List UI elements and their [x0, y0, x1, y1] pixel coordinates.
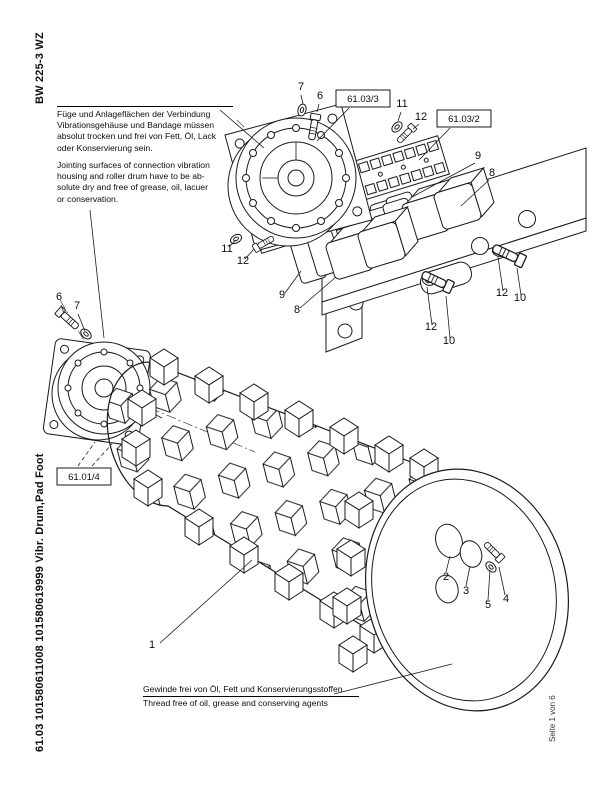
- leader-lines: [60, 94, 522, 695]
- ref-vibration-unit-3: 61.03/3: [347, 94, 379, 105]
- vibration-housing: [227, 117, 357, 247]
- callout-3: 3: [463, 585, 469, 597]
- note-thread-divider: [143, 695, 359, 697]
- callout-12-b: 12: [425, 321, 437, 333]
- callout-5: 5: [485, 599, 491, 611]
- callout-2: 2: [443, 571, 449, 583]
- note-thread: Gewinde frei von Öl, Fett und Konservier…: [143, 684, 359, 708]
- seal-ring-inner: [459, 540, 483, 568]
- callout-1: 1: [149, 639, 155, 651]
- callout-11-top: 11: [396, 98, 407, 110]
- ref-boxes: 61.03/3 61.03/2 61.01/4: [56, 89, 492, 486]
- drum-face: [364, 468, 570, 712]
- washer-7-left: [78, 326, 94, 342]
- callout-7-left: 7: [74, 300, 80, 312]
- note-thread-german: Gewinde frei von Öl, Fett und Konservier…: [143, 684, 343, 694]
- callout-8-left: 8: [294, 304, 300, 316]
- seal-ring-outer: [435, 523, 463, 559]
- callout-8-right: 8: [489, 167, 495, 179]
- note-joint-german: Füge und Anlageflächen der Verbindung Vi…: [57, 106, 233, 154]
- note-joint-english: Jointing surfaces of connection vibratio…: [57, 160, 210, 204]
- callout-6-left: 6: [56, 291, 62, 303]
- callout-12-left: 12: [237, 255, 249, 267]
- ref-drive-unit: 61.01/4: [68, 472, 100, 483]
- note-thread-english: Thread free of oil, grease and conservin…: [143, 697, 328, 708]
- ref-vibration-unit-2: 61.03/2: [448, 114, 480, 125]
- drum: [106, 348, 570, 712]
- callout-9-left: 9: [279, 289, 285, 301]
- callout-10-a: 10: [514, 292, 526, 304]
- callouts: 1 2 3 4 5 6 7 6 7 8 9 8 9 10 12 10 12 11…: [56, 81, 526, 651]
- callout-6-top: 6: [317, 90, 323, 102]
- callout-4: 4: [503, 593, 509, 605]
- callout-7-top: 7: [298, 81, 304, 93]
- callout-12-a: 12: [496, 287, 508, 299]
- callout-9-right: 9: [475, 150, 481, 162]
- callout-11-left: 11: [221, 243, 232, 255]
- callout-10-b: 10: [443, 335, 455, 347]
- callout-12-top: 12: [415, 111, 427, 123]
- washer-11-top: [389, 119, 405, 135]
